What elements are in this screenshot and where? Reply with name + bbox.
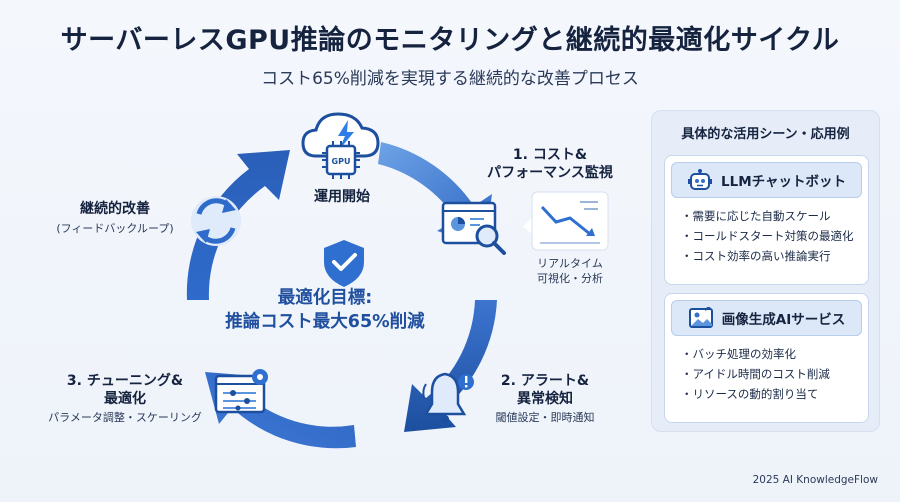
step1-title-line1: 1. コスト& xyxy=(512,147,588,163)
cycle-arrow-left xyxy=(186,150,290,300)
list-item: コスト効率の高い推論実行 xyxy=(681,246,868,266)
use-case-card-llm: LLMチャットボット 需要に応じた自動スケール コールドスタート対策の最適化 コ… xyxy=(664,155,869,285)
page-title: サーバーレスGPU推論のモニタリングと継続的最適化サイクル xyxy=(60,25,840,56)
step1-caption: リアルタイム 可視化・分析 xyxy=(537,257,603,285)
card-header: 画像生成AIサービス xyxy=(671,300,862,336)
cycle-arrow-right xyxy=(404,300,497,432)
improve-title: 継続的改善 xyxy=(80,201,150,217)
goal-text: 最適化目標: 推論コスト最大65%削減 xyxy=(210,286,440,334)
start-label: 運用開始 xyxy=(314,189,370,205)
cycle-diagram: GPU xyxy=(186,112,609,449)
list-item: アイドル時間のコスト削減 xyxy=(681,364,868,384)
goal-line1: 最適化目標: xyxy=(277,288,373,308)
card-header: LLMチャットボット xyxy=(671,162,862,198)
step2-caption: 閾値設定・即時通知 xyxy=(495,411,595,424)
settings-sliders-icon xyxy=(214,369,268,414)
list-item: バッチ処理の効率化 xyxy=(681,344,868,364)
step1-title-line2: パフォーマンス監視 xyxy=(487,165,613,181)
use-case-card-image: 画像生成AIサービス バッチ処理の効率化 アイドル時間のコスト削減 リソースの動… xyxy=(664,293,869,423)
card-list: バッチ処理の効率化 アイドル時間のコスト削減 リソースの動的割り当て xyxy=(665,344,868,404)
list-item: リソースの動的割り当て xyxy=(681,384,868,404)
card-list: 需要に応じた自動スケール コールドスタート対策の最適化 コスト効率の高い推論実行 xyxy=(665,206,868,266)
analytics-callout xyxy=(523,191,609,251)
dashboard-search-icon xyxy=(441,201,506,255)
shield-icon xyxy=(324,240,364,287)
robot-icon xyxy=(687,169,713,191)
page-subtitle: コスト65%削減を実現する継続的な改善プロセス xyxy=(261,69,639,89)
step2-label: 2. アラート& 異常検知 閾値設定・即時通知 xyxy=(480,372,610,425)
step2-title-line2: 異常検知 xyxy=(517,391,573,407)
card-title: 画像生成AIサービス xyxy=(721,312,846,328)
improve-label: 継続的改善 (フィードバックループ) xyxy=(40,200,190,236)
step3-caption: パラメータ調整・スケーリング xyxy=(48,411,202,424)
list-item: コールドスタート対策の最適化 xyxy=(681,226,868,246)
panel-title: 具体的な活用シーン・応用例 xyxy=(681,127,850,142)
gpu-chip-label: GPU xyxy=(332,157,351,166)
improve-caption: (フィードバックループ) xyxy=(56,222,174,235)
card-title: LLMチャットボット xyxy=(720,174,846,190)
list-item: 需要に応じた自動スケール xyxy=(681,206,868,226)
footer-credit: 2025 AI KnowledgeFlow xyxy=(752,474,878,486)
goal-line2: 推論コスト最大65%削減 xyxy=(225,312,425,332)
step3-label: 3. チューニング& 最適化 パラメータ調整・スケーリング xyxy=(30,372,220,425)
step3-title-line2: 最適化 xyxy=(104,391,146,407)
use-case-panel: 具体的な活用シーン・応用例 LLMチャットボット 需要に応じた自動スケール コー… xyxy=(651,110,880,432)
image-icon xyxy=(688,307,714,329)
bell-alert-icon xyxy=(422,372,474,423)
step1-label: 1. コスト& パフォーマンス監視 xyxy=(470,146,630,182)
step3-title-line1: 3. チューニング& xyxy=(66,373,184,389)
step2-title-line1: 2. アラート& xyxy=(500,373,590,389)
refresh-icon xyxy=(191,196,241,246)
cloud-gpu-icon: GPU xyxy=(301,112,380,179)
